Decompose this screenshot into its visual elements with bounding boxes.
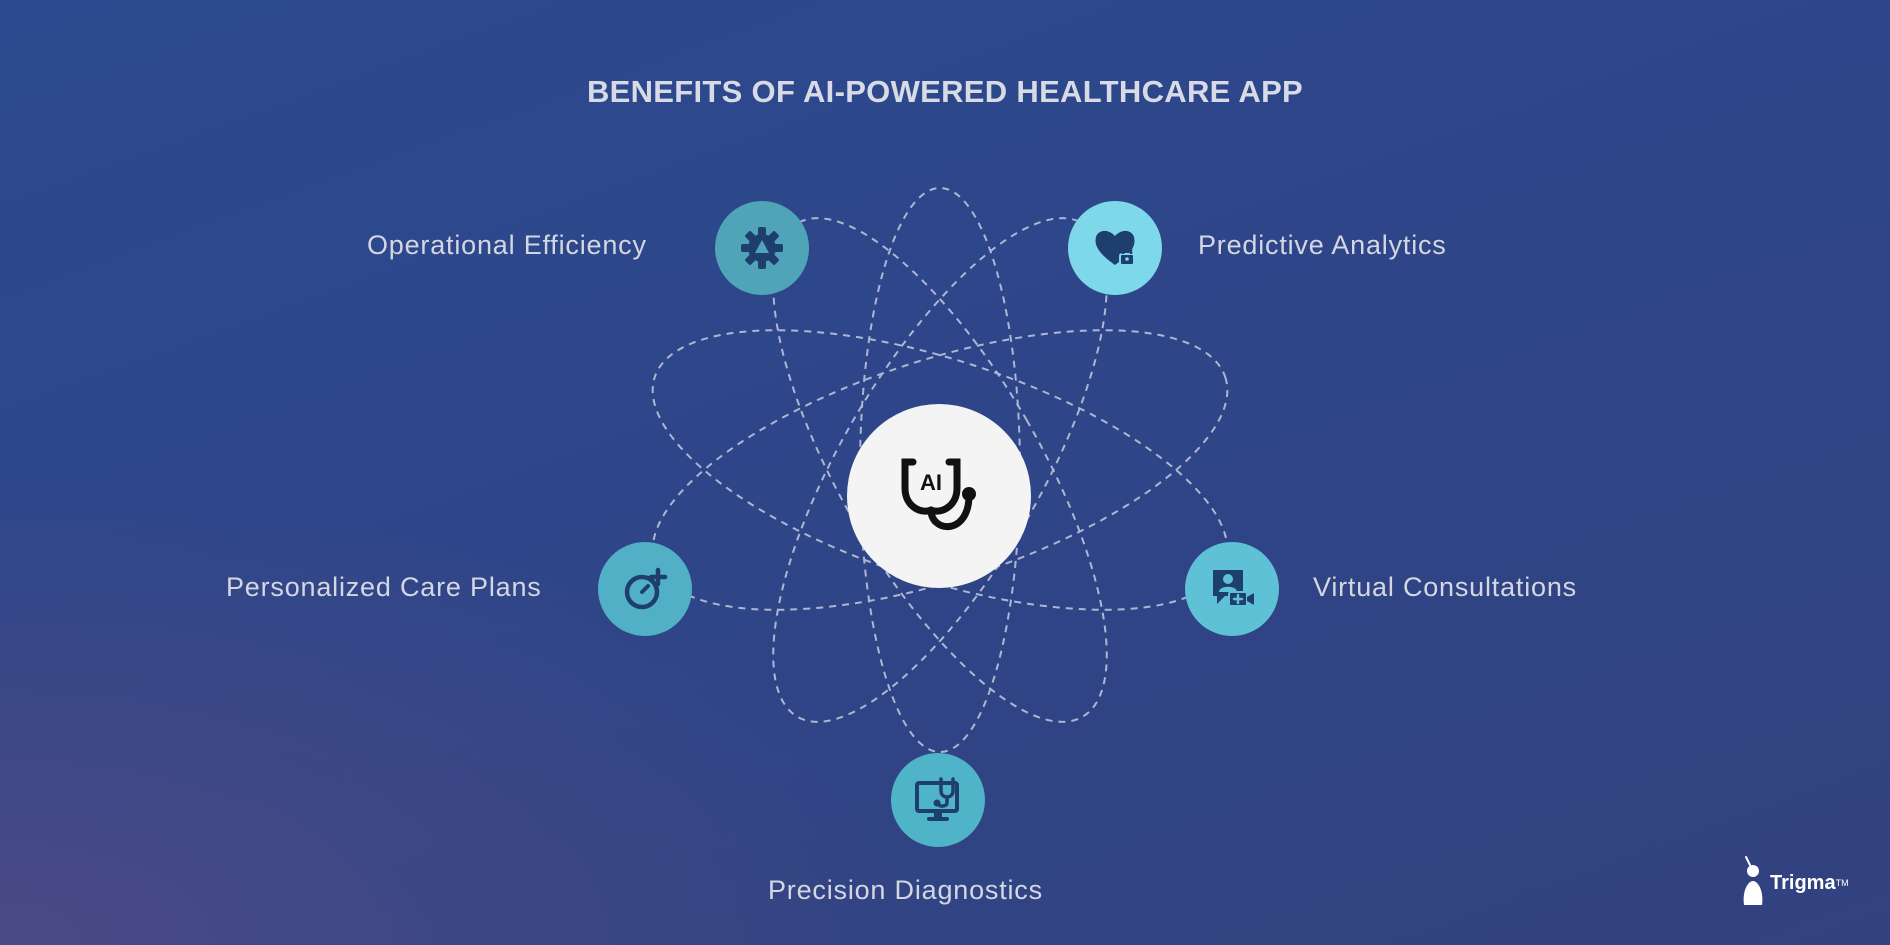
brand-trademark: TM (1835, 878, 1849, 888)
timer-plus-icon (624, 567, 668, 610)
node-precision-diagnostics[interactable] (891, 753, 985, 847)
node-personalized-care-plans[interactable] (598, 542, 692, 636)
center-ai-circle: AI (847, 404, 1031, 588)
video-consult-icon (1213, 570, 1254, 607)
label-operational-efficiency: Operational Efficiency (367, 230, 647, 260)
label-personalized-care-plans: Personalized Care Plans (226, 572, 542, 602)
center-ai-text: AI (920, 470, 942, 495)
node-operational-efficiency[interactable] (715, 201, 809, 295)
label-virtual-consultations: Virtual Consultations (1313, 572, 1577, 602)
ai-stethoscope-icon: AI (901, 458, 976, 530)
label-precision-diagnostics: Precision Diagnostics (768, 875, 1043, 905)
page-title: BENEFITS OF AI-POWERED HEALTHCARE APP (586, 74, 1304, 109)
trigma-logo: Trigma TM (1740, 855, 1849, 911)
brand-name: Trigma (1770, 871, 1836, 894)
node-predictive-analytics[interactable] (1068, 201, 1162, 295)
heart-lock-icon (1095, 230, 1135, 266)
node-virtual-consultations[interactable] (1185, 542, 1279, 636)
label-predictive-analytics: Predictive Analytics (1198, 230, 1447, 260)
monitor-stethoscope-icon (915, 777, 959, 821)
gear-icon (741, 227, 783, 269)
robot-mascot-icon (1743, 856, 1763, 905)
